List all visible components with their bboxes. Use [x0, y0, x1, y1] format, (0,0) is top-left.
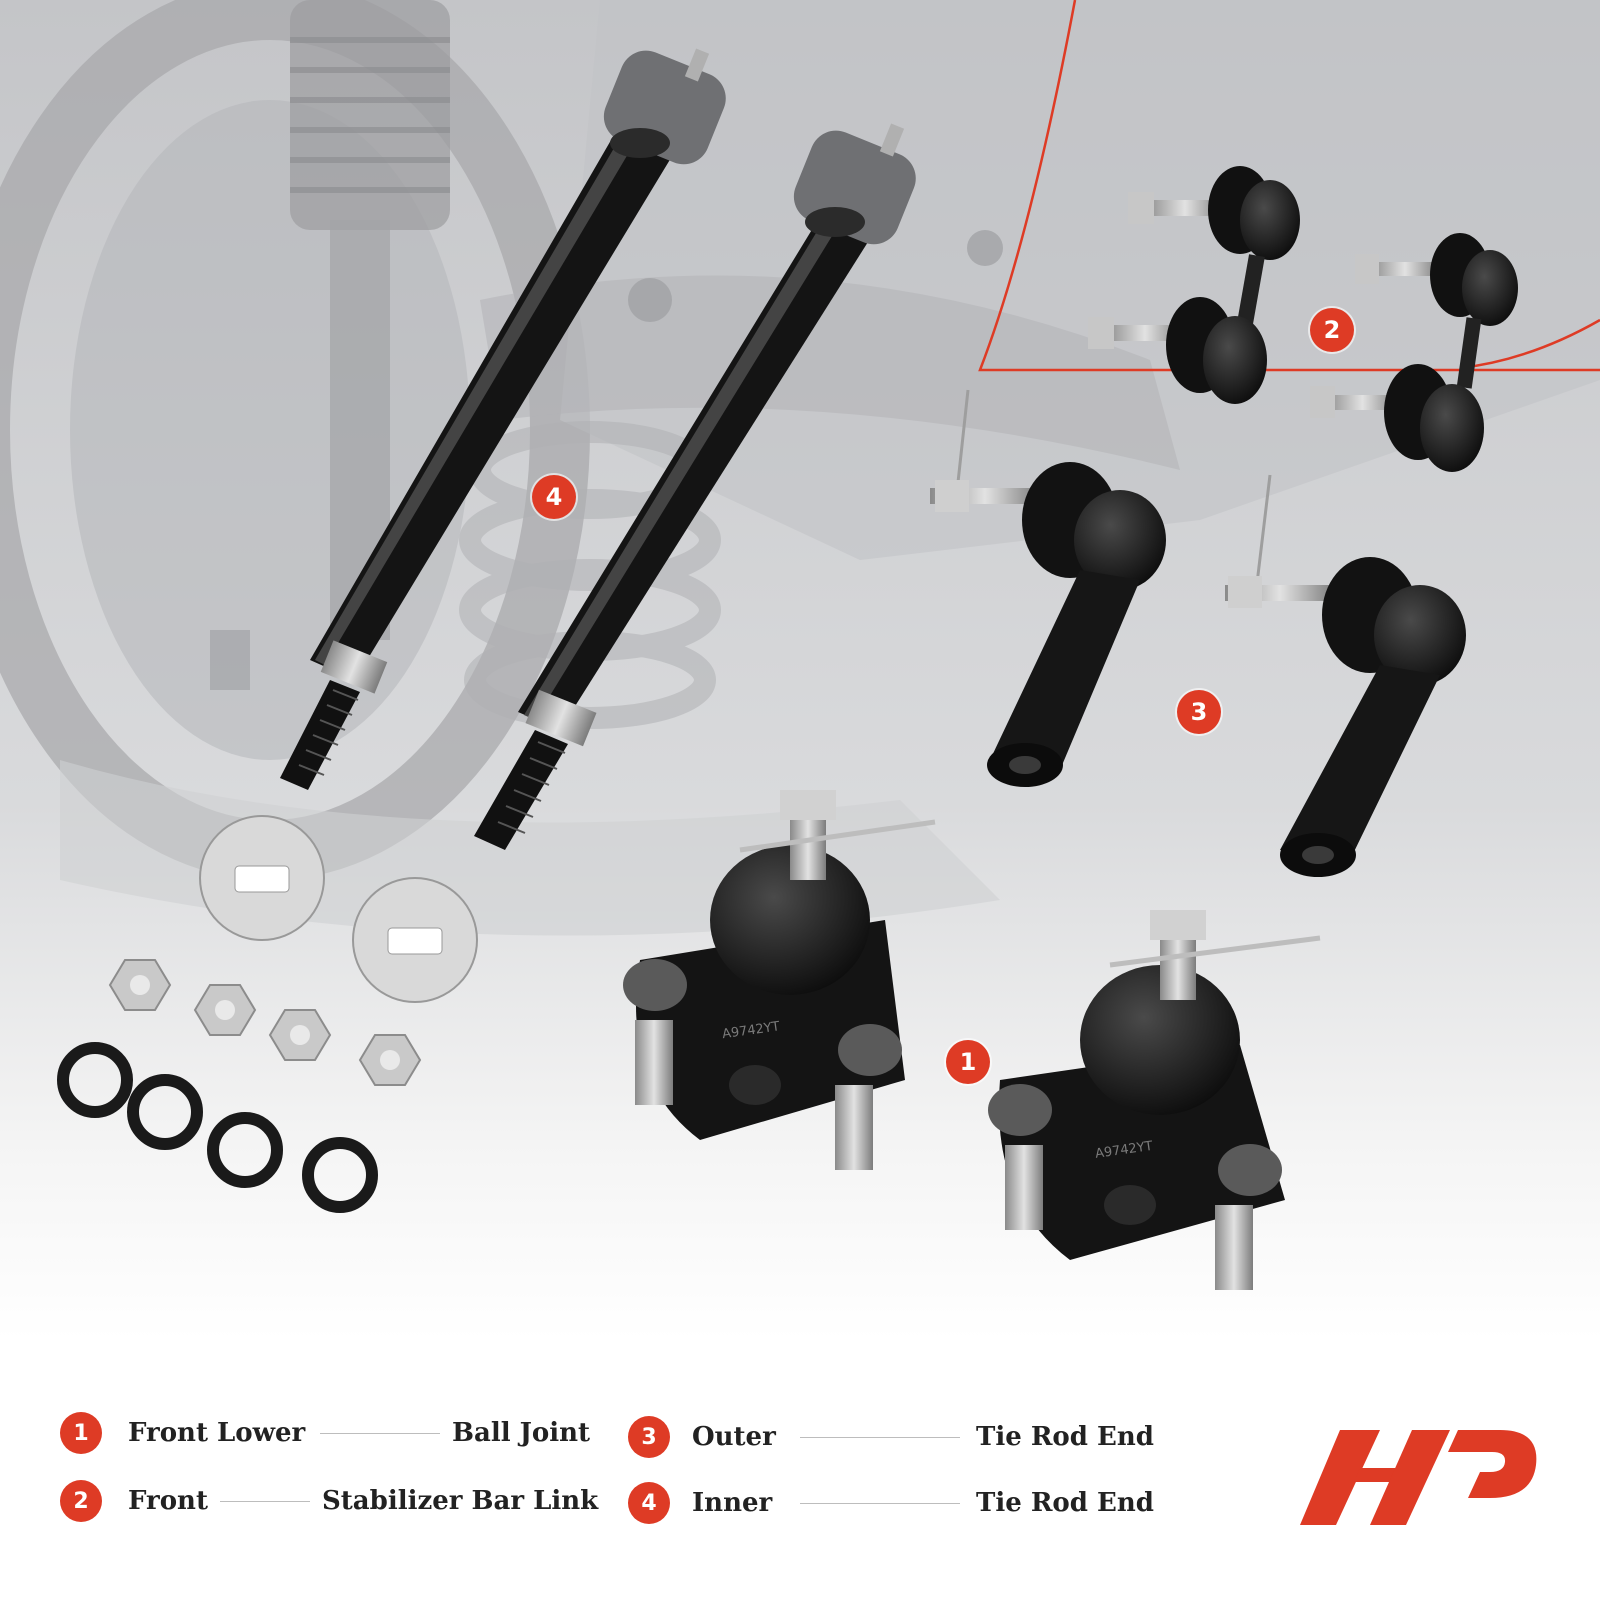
- lock-washer: [199, 815, 325, 941]
- callout-badge-4: 4: [532, 475, 576, 519]
- callout-badge-1: 1: [946, 1040, 990, 1084]
- stabilizer-link-bottom-left: [1088, 297, 1267, 404]
- spring-washer: [207, 1112, 283, 1188]
- legend-label-right: Ball Joint: [452, 1418, 591, 1448]
- legend-item-1: 1 Front Lower Ball Joint: [60, 1410, 590, 1456]
- legend-label-right: Stabilizer Bar Link: [322, 1486, 599, 1516]
- spring-washer: [57, 1042, 133, 1118]
- legend-divider: [800, 1436, 960, 1438]
- legend-item-3: 3 Outer Tie Rod End: [628, 1414, 1154, 1460]
- scene-illustration: A9742YT A9742YT: [0, 0, 1600, 1340]
- parts-legend: 1 Front Lower Ball Joint 2 Front Stabili…: [0, 1390, 1600, 1600]
- spring-washer: [127, 1074, 203, 1150]
- ball-joint-left: A9742YT: [623, 790, 936, 1170]
- callout-badge-2: 2: [1310, 308, 1354, 352]
- outer-tie-rod-end-right: [1225, 474, 1466, 877]
- legend-number: 4: [628, 1482, 670, 1524]
- legend-label-right: Tie Rod End: [976, 1488, 1154, 1518]
- legend-label-left: Front Lower: [128, 1418, 306, 1448]
- outer-tie-rod-end-left: [930, 389, 1166, 787]
- legend-label-left: Inner: [692, 1488, 773, 1518]
- stabilizer-link-top-right: [1355, 233, 1518, 389]
- legend-divider: [800, 1502, 960, 1504]
- brand-logo: [1300, 1430, 1537, 1525]
- legend-label-right: Tie Rod End: [976, 1422, 1154, 1452]
- legend-divider: [220, 1500, 310, 1502]
- callout-badge-3: 3: [1177, 690, 1221, 734]
- inner-tie-rod-right: [474, 123, 916, 850]
- legend-label-left: Outer: [692, 1422, 776, 1452]
- red-accent-curves: [978, 0, 1600, 372]
- legend-item-4: 4 Inner Tie Rod End: [628, 1480, 1154, 1526]
- stabilizer-link-bottom-right: [1310, 364, 1484, 472]
- legend-number: 3: [628, 1416, 670, 1458]
- ball-joint-right: A9742YT: [988, 910, 1321, 1290]
- hardware-kit: [57, 815, 478, 1213]
- legend-label-left: Front: [128, 1486, 208, 1516]
- inner-tie-rod-left: [280, 48, 726, 790]
- spring-washer: [302, 1137, 378, 1213]
- stabilizer-link-top-left: [1128, 166, 1300, 336]
- lock-washer: [352, 877, 478, 1003]
- legend-number: 2: [60, 1480, 102, 1522]
- product-scene: A9742YT A9742YT 1 2 3 4: [0, 0, 1600, 1340]
- legend-number: 1: [60, 1412, 102, 1454]
- legend-divider: [320, 1432, 440, 1434]
- legend-item-2: 2 Front Stabilizer Bar Link: [60, 1478, 598, 1524]
